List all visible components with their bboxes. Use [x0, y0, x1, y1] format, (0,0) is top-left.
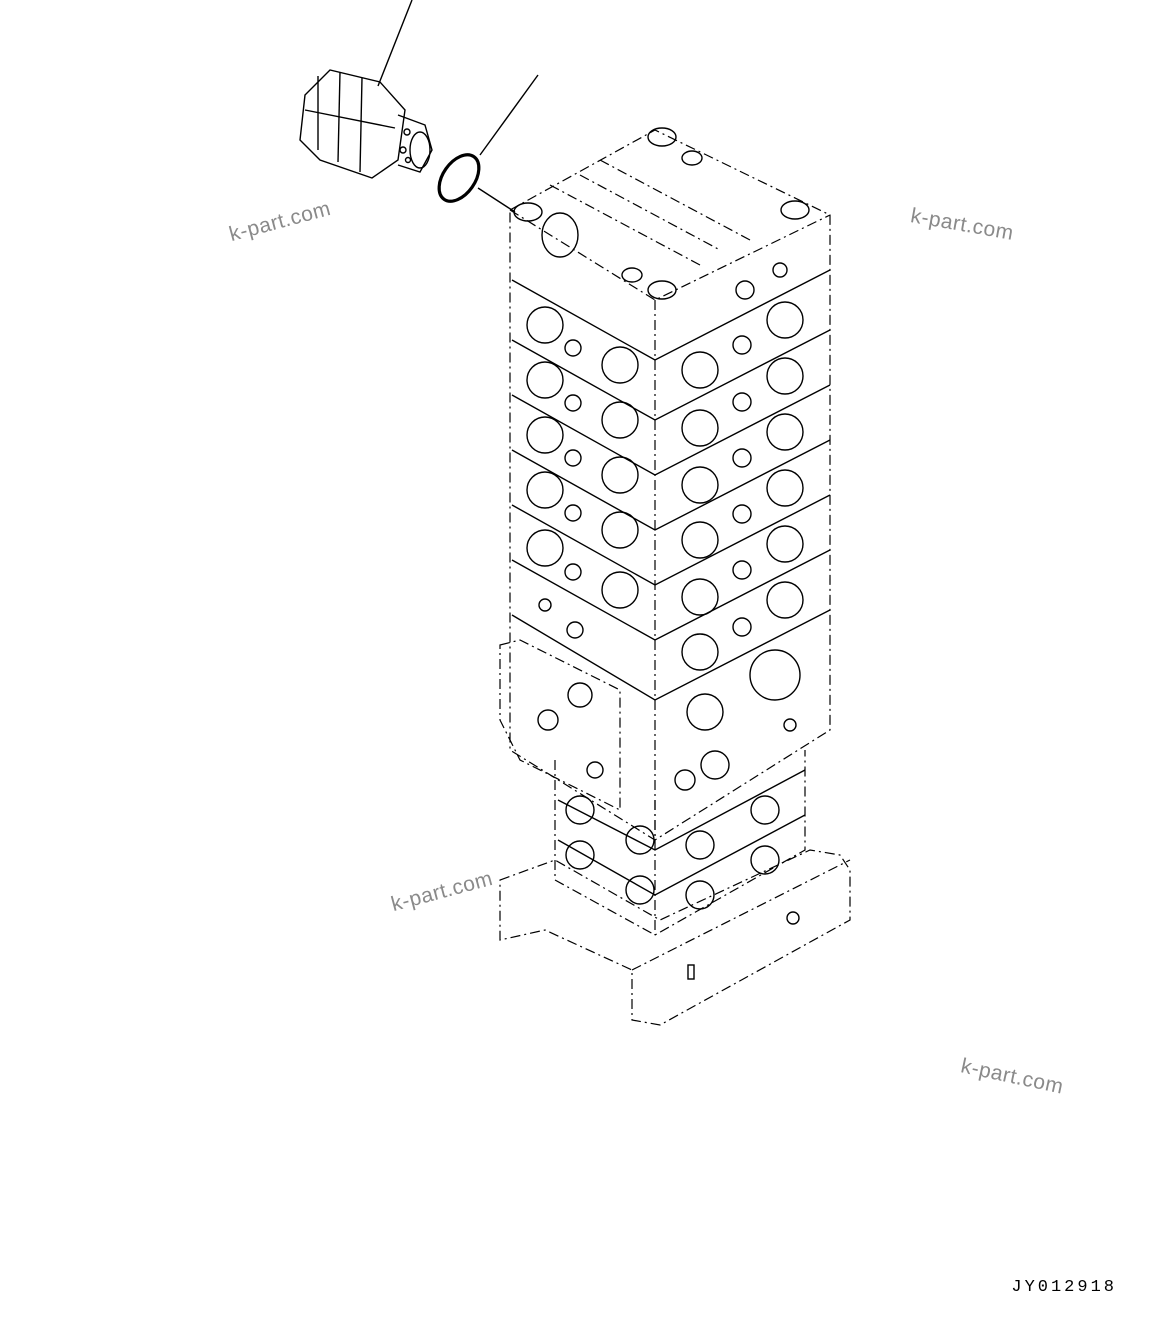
leader-lines	[377, 0, 539, 213]
relief-valve-cartridge[interactable]	[299, 69, 433, 179]
right-face-ports	[681, 262, 804, 671]
left-face-ports	[526, 306, 639, 639]
control-valve-assembly[interactable]	[499, 127, 851, 1026]
o-ring[interactable]	[431, 148, 487, 209]
drawing-code: JY012918	[1011, 1278, 1117, 1297]
